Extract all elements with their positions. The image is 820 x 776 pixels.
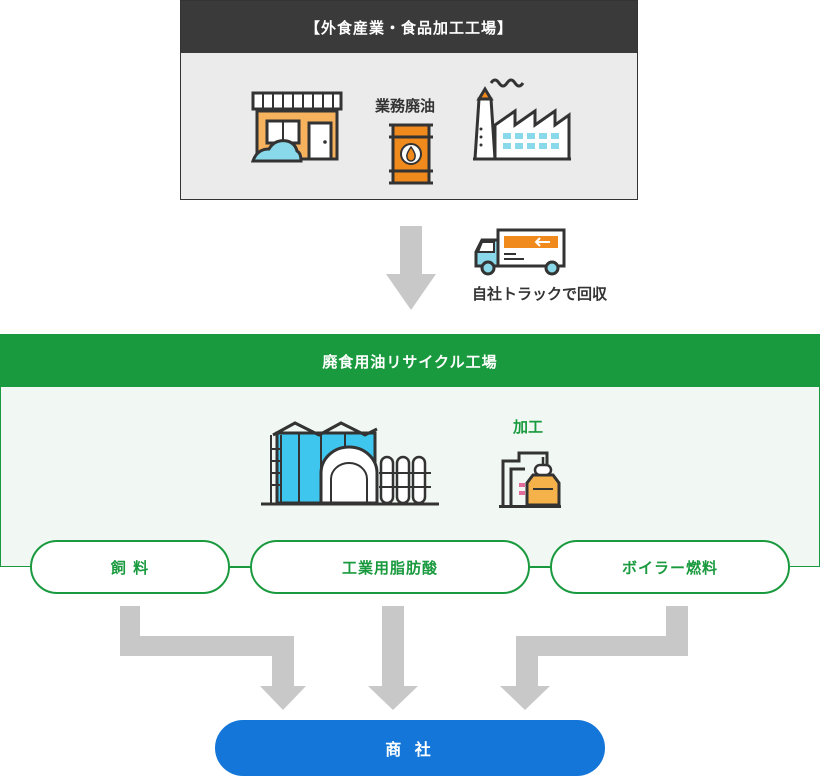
- feed-arrow-icon: [120, 606, 306, 710]
- connector-line: [528, 566, 552, 568]
- source-box: 【外食産業・食品加工工場】 業務廃油: [180, 0, 638, 200]
- fuel-arrow-icon: [500, 606, 688, 710]
- trading-company: 商 社: [215, 720, 605, 776]
- down-arrow-icon: [386, 226, 436, 310]
- acid-arrow-icon: [368, 606, 418, 710]
- transport-label: 自社トラックで回収: [472, 285, 608, 303]
- product-industrial-fatty-acid: 工業用脂肪酸: [250, 540, 530, 594]
- connector-line: [228, 566, 252, 568]
- source-title: 【外食産業・食品加工工場】: [181, 1, 637, 53]
- product-boiler-fuel: ボイラー燃料: [550, 540, 790, 594]
- process-label: 加工: [513, 418, 544, 436]
- product-feed: 飼 料: [30, 540, 230, 594]
- factory-icon: [473, 78, 571, 161]
- storage-tank-icon: [261, 421, 439, 506]
- recycling-plant-box: 廃食用油リサイクル工場 加工: [0, 334, 820, 567]
- flow-arrows: [120, 606, 688, 710]
- oil-label: 業務廃油: [375, 97, 436, 115]
- truck-icon: [474, 228, 566, 276]
- processing-equipment-icon: [499, 451, 561, 508]
- plant-title: 廃食用油リサイクル工場: [1, 335, 819, 387]
- oil-drum-icon: [389, 123, 433, 185]
- restaurant-icon: [251, 91, 343, 163]
